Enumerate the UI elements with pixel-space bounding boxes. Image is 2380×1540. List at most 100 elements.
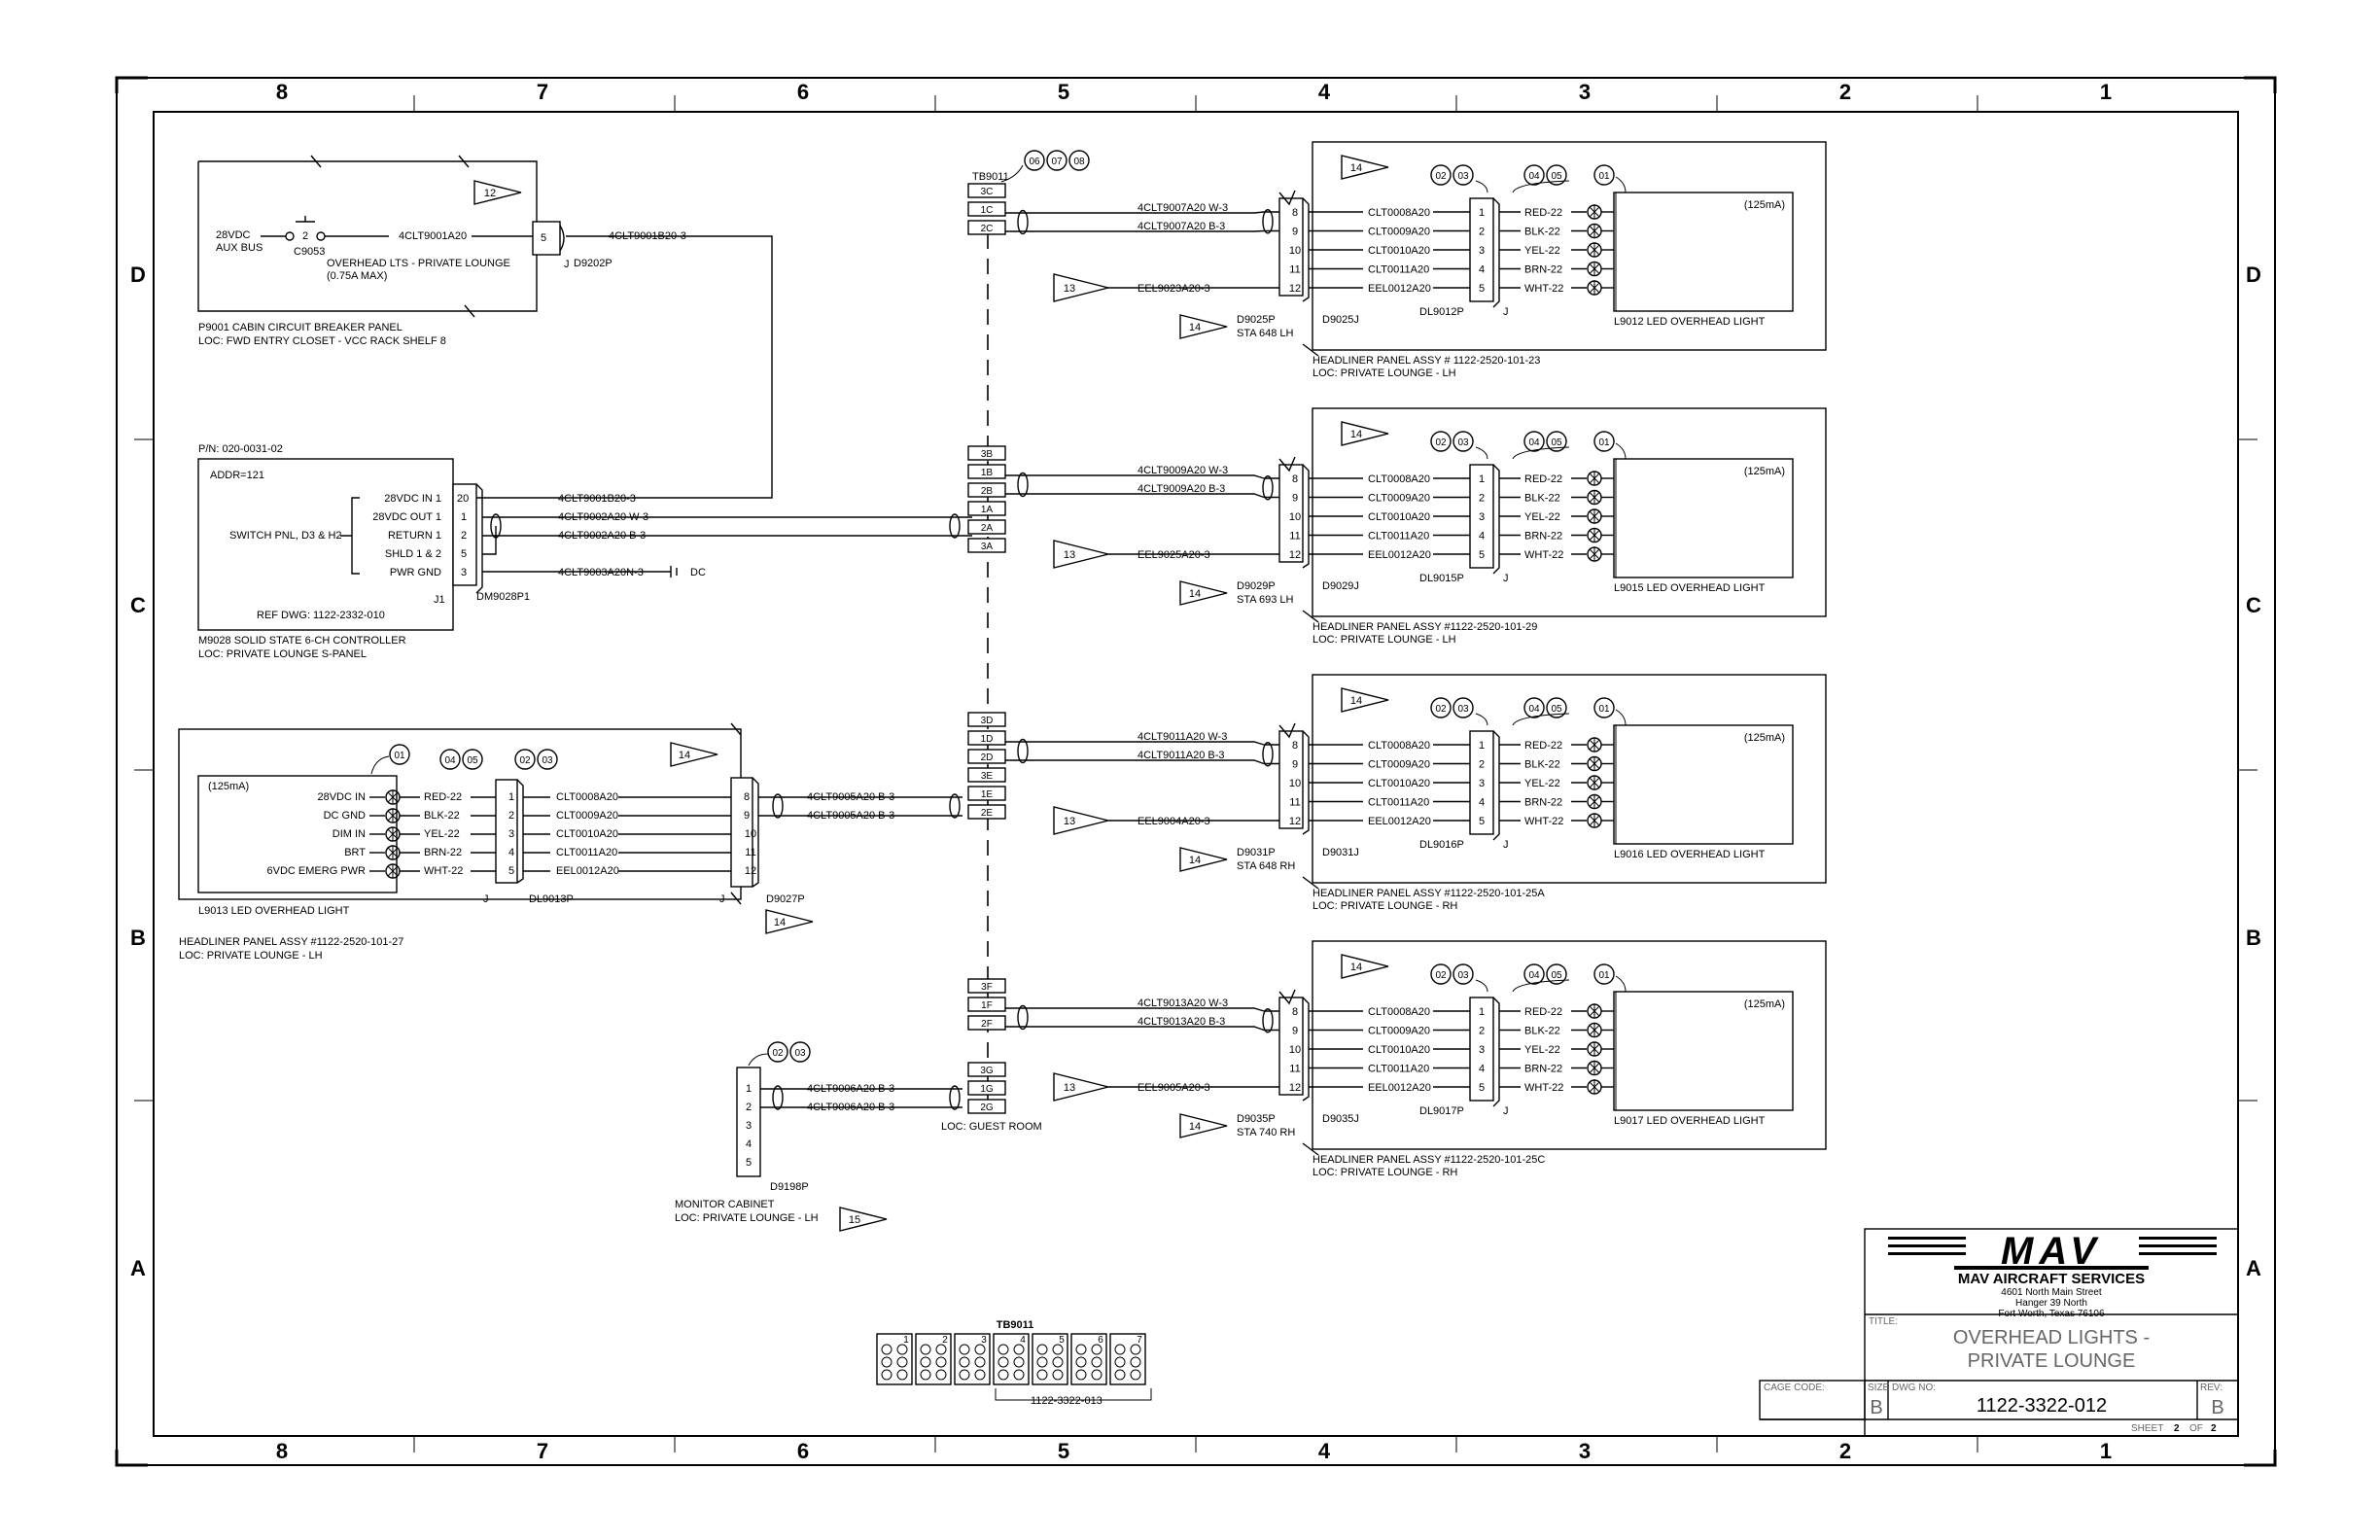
assembly-3-note-03: 03 [1457, 704, 1469, 715]
assembly-1-note-05-shape [1546, 164, 1567, 186]
assembly-4-inner-wire-3: CLT0010A20 [1368, 1044, 1430, 1056]
tb-terminal-label-1C: 1C [981, 205, 994, 216]
assembly-1-note-02: 02 [1435, 171, 1447, 182]
tb-module-1-screw-icon [881, 1356, 892, 1368]
assembly-1-note-04: 04 [1528, 171, 1540, 182]
assembly-3-wire-1: 4CLT9011A20 W-3 [1138, 731, 1227, 743]
assembly-4-flag14b-shape [1179, 1113, 1228, 1138]
left-contact-icon-3-cross [387, 827, 399, 841]
zone-col-5-bottom: 5 [1058, 1439, 1069, 1463]
assembly-2-mid-pin-2: 2 [1479, 493, 1485, 505]
assembly-2-leaders [1475, 442, 1627, 460]
tb-module-3-screw-icon [959, 1356, 970, 1368]
rev-value: B [2211, 1397, 2223, 1418]
tb-terminal-3B [967, 445, 1006, 461]
assembly-1-flag14: 14 [1350, 162, 1362, 174]
left-inner-wire-3: CLT0010A20 [556, 828, 618, 840]
assembly-2-inner-wire-3: CLT0010A20 [1368, 511, 1430, 523]
tb-module-7-screw-icon [1114, 1356, 1126, 1368]
breaker-label-2: (0.75A MAX) [327, 270, 387, 282]
assembly-2-dl-body [1469, 464, 1494, 569]
assembly-3-inner-wire-1: CLT0008A20 [1368, 740, 1430, 752]
assembly-1-assy-title: HEADLINER PANEL ASSY # 1122-2520-101-23 [1312, 355, 1540, 367]
tb-module-5-screw-icon [1036, 1344, 1048, 1355]
assembly-4-inner-wire-5: EEL0012A20 [1368, 1082, 1431, 1094]
assembly-3-dl-id: DL9016P [1419, 839, 1464, 851]
tb-terminal-2G [967, 1099, 1006, 1114]
assembly-3-dl-shell [1492, 730, 1500, 841]
assembly-2-shield-b [1262, 475, 1274, 501]
assembly-2-note-04-shape [1523, 431, 1545, 452]
zone-col-4-bottom: 4 [1318, 1439, 1331, 1463]
assembly-1-flag13: 13 [1064, 283, 1075, 295]
tb-module-7-screw-icon [1114, 1369, 1126, 1381]
monitor-title: MONITOR CABINET [675, 1199, 775, 1210]
assembly-1-shield-a [1017, 209, 1029, 235]
monitor-plug-id: D9198P [770, 1181, 809, 1193]
note-bubble-08: 08 [1073, 157, 1085, 167]
assembly-4-mid-pin-2: 2 [1479, 1026, 1485, 1037]
assembly-4-mid-pin-5: 5 [1479, 1082, 1485, 1094]
drawing-title-1: OVERHEAD LIGHTS - [1953, 1327, 2150, 1348]
tb-terminal-2A [967, 519, 1006, 535]
breaker-connector-pin: 5 [541, 232, 546, 244]
assembly-1-mid-pin-2: 2 [1479, 227, 1485, 238]
breaker-pin: 2 [302, 230, 308, 242]
left-contact-icon-4-cross [387, 846, 399, 859]
tb-terminal-label-1G: 1G [980, 1084, 994, 1095]
assembly-3-inner-wire-2: CLT0009A20 [1368, 759, 1430, 771]
assembly-3-note-04-shape [1523, 697, 1545, 718]
zone-labels-bottom: 8 7 6 5 4 3 2 1 [276, 1439, 2112, 1463]
assembly-4-wire-2: 4CLT9013A20 B-3 [1138, 1016, 1225, 1028]
assembly-3-mid-pin-2: 2 [1479, 759, 1485, 771]
assembly-3-note-05: 05 [1551, 704, 1562, 715]
assembly-3-wire-2: 4CLT9011A20 B-3 [1138, 750, 1224, 761]
tb-terminal-label-3G: 3G [980, 1066, 994, 1076]
assembly-4-flag14b: 14 [1189, 1121, 1201, 1133]
assembly-2-assy-title: HEADLINER PANEL ASSY #1122-2520-101-29 [1312, 621, 1537, 633]
left-contact-icons [369, 789, 420, 879]
zone-labels-rows: D C B A D C B A [130, 262, 2261, 1280]
breaker-connector-id: D9202P [574, 258, 612, 269]
tb-terminal-3C [967, 183, 1006, 198]
assembly-3-note-05-shape [1546, 697, 1567, 718]
left-signal-1: 28VDC IN [317, 791, 366, 803]
controller-jack: J1 [434, 594, 445, 606]
tb-module-6-screw-icon [1075, 1369, 1087, 1381]
assembly-3-flag13: 13 [1064, 816, 1075, 827]
zone-row-a-right: A [2246, 1256, 2261, 1280]
controller-plug [452, 483, 477, 586]
left-d9027-connector [730, 777, 753, 888]
assembly-4-contact-icon-3 [1587, 1041, 1602, 1057]
assembly-1-note-05: 05 [1551, 171, 1562, 182]
dwg-number: 1122-3322-012 [1977, 1395, 2107, 1417]
assembly-3-flag14-shape [1341, 687, 1389, 713]
tb-module-6-screw-icon [1075, 1356, 1087, 1368]
assembly-2-contact-icon-4 [1587, 527, 1602, 543]
assembly-3-pin-8: 8 [1292, 740, 1298, 752]
sheet-number: 2 [2174, 1423, 2180, 1434]
assembly-1-color-2: BLK-22 [1524, 227, 1560, 238]
assembly-1-wire-1: 4CLT9007A20 W-3 [1138, 202, 1228, 214]
assembly-2-mid-pin-1: 1 [1479, 473, 1485, 485]
assembly-1-sta: STA 648 LH [1237, 328, 1294, 339]
left-light-current: (125mA) [208, 781, 249, 792]
assembly-1-mid-pin-4: 4 [1479, 264, 1485, 276]
zone-col-3-bottom: 3 [1579, 1439, 1591, 1463]
assembly-1-wire-2: 4CLT9007A20 B-3 [1138, 221, 1225, 232]
tb-terminal-label-2G: 2G [980, 1102, 994, 1113]
left-note-03: 03 [542, 755, 553, 766]
tb-terminal-1F [967, 997, 1006, 1012]
assembly-4-note-01: 01 [1598, 970, 1610, 981]
left-flag-14b-shape [765, 909, 814, 934]
controller-box [197, 458, 454, 631]
controller-dc: DC [690, 567, 706, 578]
assembly-4-jack-body [1278, 997, 1304, 1096]
left-note-02-shape [514, 749, 536, 770]
left-flag-14: 14 [679, 750, 690, 761]
assembly-2-mid-pin-4: 4 [1479, 531, 1485, 542]
tb-terminal-label-3C: 3C [981, 187, 994, 197]
size-label: SIZE [1868, 1382, 1890, 1393]
left-note-04-shape [439, 749, 461, 770]
